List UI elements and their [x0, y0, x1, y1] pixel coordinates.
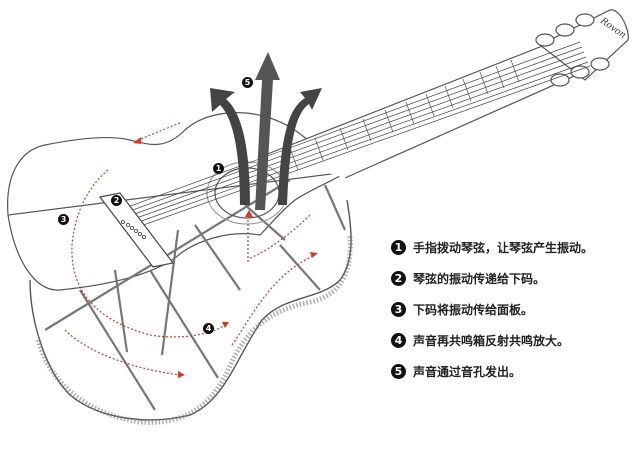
- step-number-badge: 1: [391, 240, 406, 255]
- step-text: 声音再共鸣箱反射共鸣放大。: [413, 334, 570, 348]
- marker-2: 2: [111, 195, 122, 206]
- step-number-badge: 2: [391, 271, 406, 286]
- step-text: 下码将振动传给面板。: [413, 303, 534, 317]
- headstock: [538, 9, 629, 81]
- strings: [124, 41, 591, 229]
- step-number-badge: 4: [391, 333, 406, 348]
- step-text: 声音通过音孔发出。: [413, 365, 522, 379]
- step-text: 琴弦的振动传递给下码。: [413, 272, 546, 286]
- legend: 1 手指拨动琴弦，让琴弦产生振动。 2 琴弦的振动传递给下码。 3 下码将振动传…: [391, 232, 593, 387]
- guitar-body-top: [7, 112, 348, 291]
- step-text: 手指拨动琴弦，让琴弦产生振动。: [413, 241, 594, 255]
- braces: [44, 179, 347, 411]
- step-number-badge: 3: [391, 302, 406, 317]
- step-number-badge: 5: [391, 364, 406, 379]
- marker-4: 4: [203, 323, 214, 334]
- legend-step: 5 声音通过音孔发出。: [391, 356, 593, 387]
- red-arrowheads: [133, 137, 318, 378]
- legend-step: 1 手指拨动琴弦，让琴弦产生振动。: [391, 232, 593, 263]
- tuning-pegs: [535, 13, 610, 87]
- legend-step: 2 琴弦的振动传递给下码。: [391, 263, 593, 294]
- marker-3: 3: [58, 214, 69, 225]
- legend-step: 3 下码将振动传给面板。: [391, 294, 593, 325]
- vibration-paths: [64, 122, 316, 376]
- marker-1: 1: [213, 163, 224, 174]
- marker-5: 5: [242, 77, 253, 88]
- sound-arrows: [210, 52, 322, 210]
- legend-step: 4 声音再共鸣箱反射共鸣放大。: [391, 325, 593, 356]
